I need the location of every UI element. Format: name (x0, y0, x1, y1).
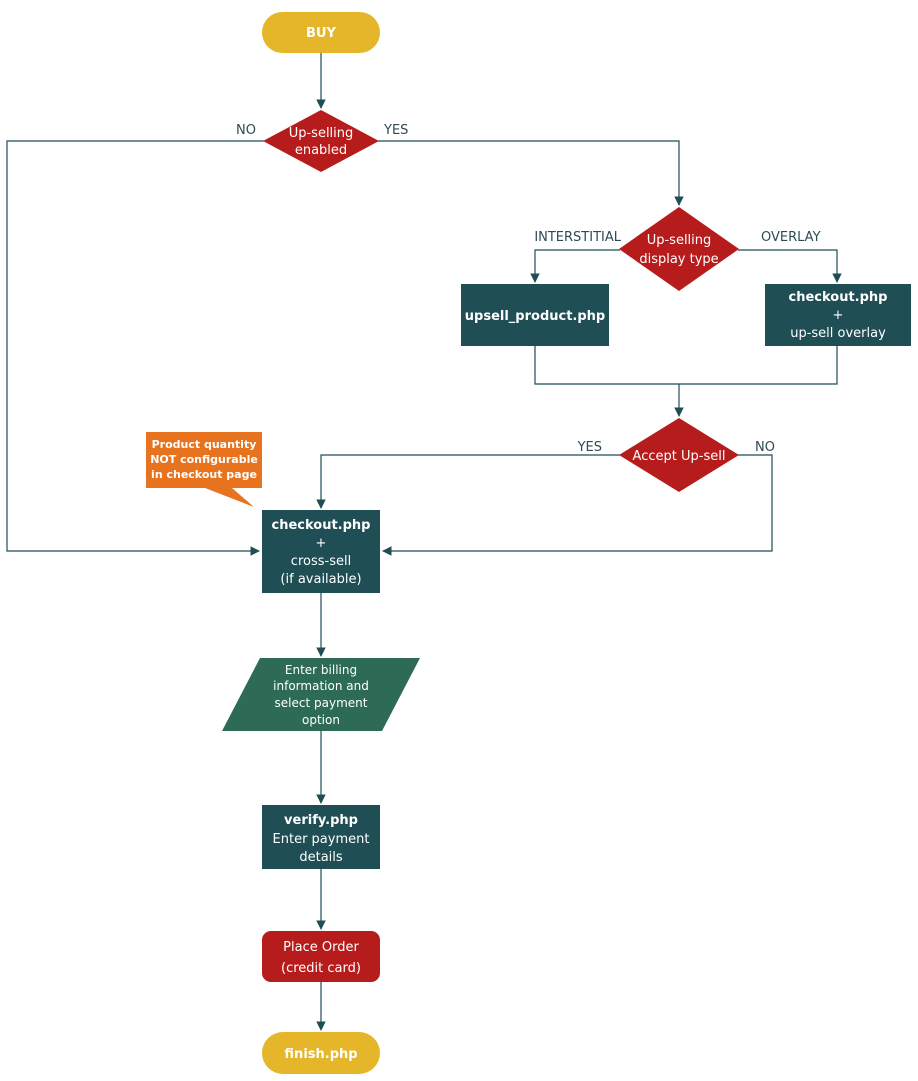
edge-interstitial-to-upsell-product (530, 249, 620, 283)
accept-upsell-label: Accept Up-sell (633, 449, 726, 464)
edge-label-yes-upselling: YES (383, 123, 408, 138)
place-order-box: Place Order (credit card) (262, 931, 380, 982)
edge-overlay-to-checkout-overlay (738, 249, 842, 283)
edge-label-interstitial: INTERSTITIAL (534, 230, 621, 245)
display-type-decision: Up-selling display type (619, 207, 739, 291)
upsell-product-label: upsell_product.php (465, 309, 605, 324)
callout-line1: Product quantity (152, 438, 257, 451)
buy-terminal: BUY (262, 12, 380, 53)
verify-box: verify.php Enter payment details (262, 805, 380, 869)
edge-labels: NO YES INTERSTITIAL OVERLAY YES NO (236, 123, 821, 455)
callout-line3: in checkout page (151, 468, 257, 481)
verify-line3: details (299, 850, 343, 865)
billing-line4: option (302, 713, 340, 727)
edge-label-no-accept: NO (755, 440, 775, 455)
edge-label-overlay: OVERLAY (761, 230, 821, 245)
upsell-product-box: upsell_product.php (461, 284, 609, 346)
edge-label-no-upselling: NO (236, 123, 256, 138)
verify-line2: Enter payment (273, 832, 370, 847)
edge-yes-upselling-to-display-type (378, 140, 684, 206)
billing-line1: Enter billing (285, 663, 357, 677)
edge-no-upselling-to-checkout (6, 140, 264, 556)
display-type-line1: Up-selling (647, 233, 712, 248)
checkout-overlay-box: checkout.php + up-sell overlay (765, 284, 911, 346)
accept-upsell-decision: Accept Up-sell (619, 418, 739, 492)
display-type-line2: display type (639, 252, 718, 267)
billing-line3: select payment (275, 696, 368, 710)
checkout-crosssell-line1: checkout.php (272, 518, 371, 533)
checkout-crosssell-line3: cross-sell (291, 554, 351, 569)
place-order-line2: (credit card) (281, 961, 361, 976)
checkout-overlay-line3: up-sell overlay (790, 326, 886, 341)
upselling-enabled-decision: Up-selling enabled (263, 110, 379, 172)
verify-line1: verify.php (284, 813, 358, 828)
billing-line2: information and (273, 679, 369, 693)
place-order-line1: Place Order (283, 940, 359, 955)
checkout-overlay-line1: checkout.php (789, 290, 888, 305)
checkout-overlay-line2: + (833, 308, 844, 323)
edge-upsell-product-to-merge (534, 346, 679, 385)
checkout-crosssell-line4: (if available) (280, 572, 361, 587)
buy-label: BUY (306, 26, 336, 41)
product-quantity-callout: Product quantity NOT configurable in che… (146, 432, 262, 507)
checkout-crosssell-box: checkout.php + cross-sell (if available) (262, 510, 380, 593)
callout-line2: NOT configurable (150, 453, 258, 466)
connectors (6, 53, 842, 1031)
edge-label-yes-accept: YES (577, 440, 602, 455)
upselling-enabled-line1: Up-selling (289, 126, 354, 141)
upselling-enabled-line2: enabled (295, 143, 347, 158)
edge-yes-accept-to-checkout (316, 454, 620, 509)
edge-no-accept-to-checkout (382, 454, 773, 556)
checkout-crosssell-line2: + (316, 536, 327, 551)
finish-label: finish.php (284, 1047, 357, 1062)
finish-terminal: finish.php (262, 1032, 380, 1074)
billing-input: Enter billing information and select pay… (222, 658, 420, 731)
edge-checkout-overlay-to-merge (679, 346, 838, 385)
